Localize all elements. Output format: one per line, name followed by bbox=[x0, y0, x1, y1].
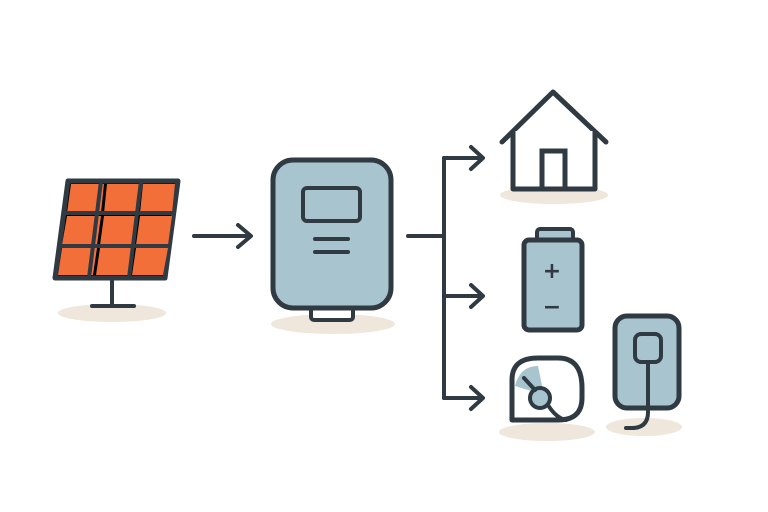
ev-charger-icon bbox=[499, 355, 595, 441]
wall-charger-socket bbox=[633, 332, 663, 364]
house-walls bbox=[510, 131, 598, 192]
ev-charger-plug bbox=[528, 386, 552, 410]
inverter-display bbox=[301, 186, 362, 223]
inverter-body bbox=[270, 157, 394, 311]
battery-icon: + − bbox=[521, 227, 585, 333]
arrow-head-icon bbox=[236, 223, 253, 249]
ground-shadow bbox=[606, 418, 682, 436]
ground-shadow bbox=[499, 423, 595, 441]
wall-charger-cable bbox=[624, 360, 650, 430]
battery-positive-symbol: + bbox=[543, 259, 561, 284]
connection-to-battery bbox=[442, 283, 485, 309]
battery-negative-symbol: − bbox=[543, 295, 561, 320]
ground-shadow bbox=[58, 304, 166, 322]
inverter-icon bbox=[270, 157, 395, 334]
arrow-head-icon bbox=[469, 283, 485, 309]
arrow-head-icon bbox=[469, 145, 485, 171]
wall-charger-icon bbox=[606, 313, 682, 436]
connection-to-ev-charger bbox=[442, 385, 485, 411]
solar-panel-icon bbox=[52, 178, 181, 322]
connection-inverter-branches bbox=[406, 156, 446, 400]
battery-body bbox=[521, 237, 585, 333]
house-door bbox=[539, 148, 568, 192]
house-roof bbox=[499, 89, 609, 145]
panel-cells bbox=[58, 184, 175, 275]
arrow-head-icon bbox=[469, 385, 485, 411]
ground-shadow bbox=[271, 314, 395, 334]
connection-to-home bbox=[442, 145, 485, 171]
house-icon bbox=[499, 89, 609, 204]
connection-panel-to-inverter bbox=[192, 223, 253, 249]
